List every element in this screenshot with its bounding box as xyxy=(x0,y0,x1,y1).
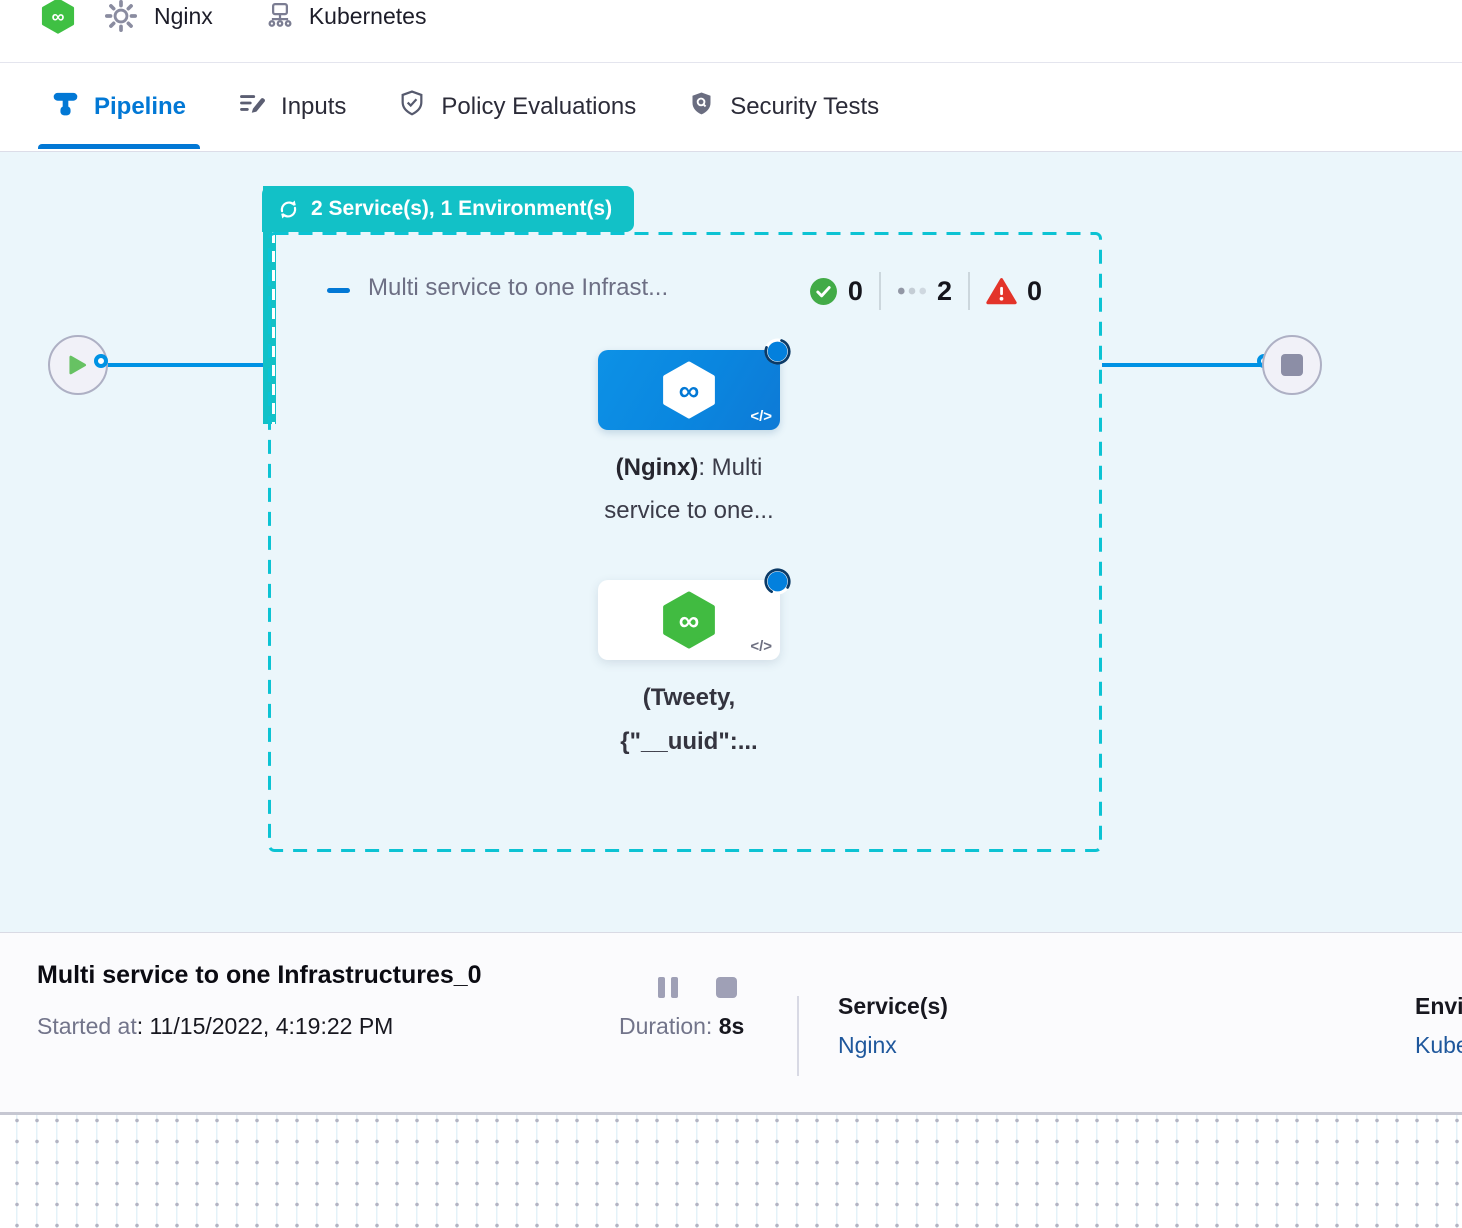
stage-group-box[interactable]: Multi service to one Infrast... 0 2 xyxy=(268,232,1102,852)
code-icon: </> xyxy=(750,638,772,655)
shield-check-icon xyxy=(398,89,426,124)
tab-security-tests[interactable]: Security Tests xyxy=(688,64,879,149)
play-icon xyxy=(69,355,87,375)
started-at-row: Started at: 11/15/2022, 4:19:22 PM xyxy=(37,1013,393,1040)
stage-group-badge[interactable]: 2 Service(s), 1 Environment(s) xyxy=(262,186,634,232)
running-spinner-icon xyxy=(764,338,791,370)
failed-icon xyxy=(986,277,1017,306)
failed-count: 0 xyxy=(1027,276,1042,307)
edge-start-to-stage xyxy=(105,363,268,367)
service-node-tweety-label: (Tweety, {"__uuid":... xyxy=(559,676,819,764)
collapse-icon[interactable] xyxy=(327,288,350,293)
started-at-value: : 11/15/2022, 4:19:22 PM xyxy=(137,1013,394,1039)
gear-icon[interactable] xyxy=(104,0,138,33)
environments-summary: Environment(s) Kubernetes xyxy=(1415,993,1462,1059)
running-icon xyxy=(897,286,927,296)
header-service-name: Nginx xyxy=(154,3,213,30)
stage-title: Multi service to one Infrast... xyxy=(368,274,668,302)
service-node-nginx-label: (Nginx): Multi service to one... xyxy=(559,446,819,532)
duration-label: Duration: xyxy=(619,1013,719,1039)
tab-label: Inputs xyxy=(281,93,346,121)
edge-stage-to-end xyxy=(1102,363,1260,367)
duration-value: 8s xyxy=(719,1013,745,1039)
start-port xyxy=(94,354,108,368)
pause-button[interactable] xyxy=(658,977,678,998)
footer-divider xyxy=(797,996,799,1076)
header-context-row: ∞ Nginx Kubernet xyxy=(40,0,426,46)
code-icon: </> xyxy=(750,408,772,425)
infrastructure-icon xyxy=(265,1,295,31)
duration-row: Duration: 8s xyxy=(619,1013,744,1040)
services-label: Service(s) xyxy=(838,993,948,1020)
service-link-nginx[interactable]: Nginx xyxy=(838,1032,897,1058)
started-at-label: Started at xyxy=(37,1013,137,1039)
console-dot-grid xyxy=(0,1112,1462,1228)
count-divider xyxy=(968,272,970,310)
execution-header: ∞ Nginx Kubernet xyxy=(0,0,1462,63)
pipeline-icon xyxy=(52,90,79,124)
environments-label: Environment(s) xyxy=(1415,993,1462,1020)
harness-hexagon-icon: ∞ xyxy=(660,591,718,649)
environment-link-kubernetes[interactable]: Kubernetes xyxy=(1415,1032,1462,1058)
tab-pipeline[interactable]: Pipeline xyxy=(52,64,186,149)
inputs-icon xyxy=(238,89,266,124)
tab-label: Pipeline xyxy=(94,93,186,121)
running-count: 2 xyxy=(937,276,952,307)
service-name: (Nginx) xyxy=(616,454,699,481)
svg-text:∞: ∞ xyxy=(52,6,65,26)
tab-inputs[interactable]: Inputs xyxy=(238,64,346,149)
header-environment-name: Kubernetes xyxy=(309,3,427,30)
pipeline-canvas[interactable]: 2 Service(s), 1 Environment(s) Multi ser… xyxy=(0,152,1462,932)
tab-label: Policy Evaluations xyxy=(441,93,636,121)
running-spinner-icon xyxy=(764,568,791,600)
stage-status-counts: 0 2 0 xyxy=(809,272,1042,310)
shield-scan-icon xyxy=(688,90,715,124)
execution-tabbar: Pipeline Inputs Policy Evaluations xyxy=(0,64,1462,152)
count-divider xyxy=(879,272,881,310)
stage-group-badge-label: 2 Service(s), 1 Environment(s) xyxy=(311,197,612,221)
execution-summary-bar: Multi service to one Infrastructures_0 S… xyxy=(0,932,1462,1112)
services-summary: Service(s) Nginx xyxy=(838,993,948,1059)
tab-policy-evaluations[interactable]: Policy Evaluations xyxy=(398,64,636,149)
pipeline-end-node[interactable] xyxy=(1262,335,1322,395)
success-icon xyxy=(809,277,838,306)
tab-label: Security Tests xyxy=(730,93,879,121)
harness-service-icon: ∞ xyxy=(40,0,76,35)
service-node-tweety[interactable]: ∞ </> xyxy=(598,580,780,660)
svg-text:∞: ∞ xyxy=(679,605,700,637)
end-stop-icon xyxy=(1281,354,1303,376)
harness-hexagon-icon: ∞ xyxy=(660,361,718,419)
stop-button[interactable] xyxy=(716,977,737,998)
service-node-nginx[interactable]: ∞ </> xyxy=(598,350,780,430)
loop-icon xyxy=(277,198,300,221)
execution-title: Multi service to one Infrastructures_0 xyxy=(37,961,482,990)
success-count: 0 xyxy=(848,276,863,307)
svg-text:∞: ∞ xyxy=(679,375,700,407)
